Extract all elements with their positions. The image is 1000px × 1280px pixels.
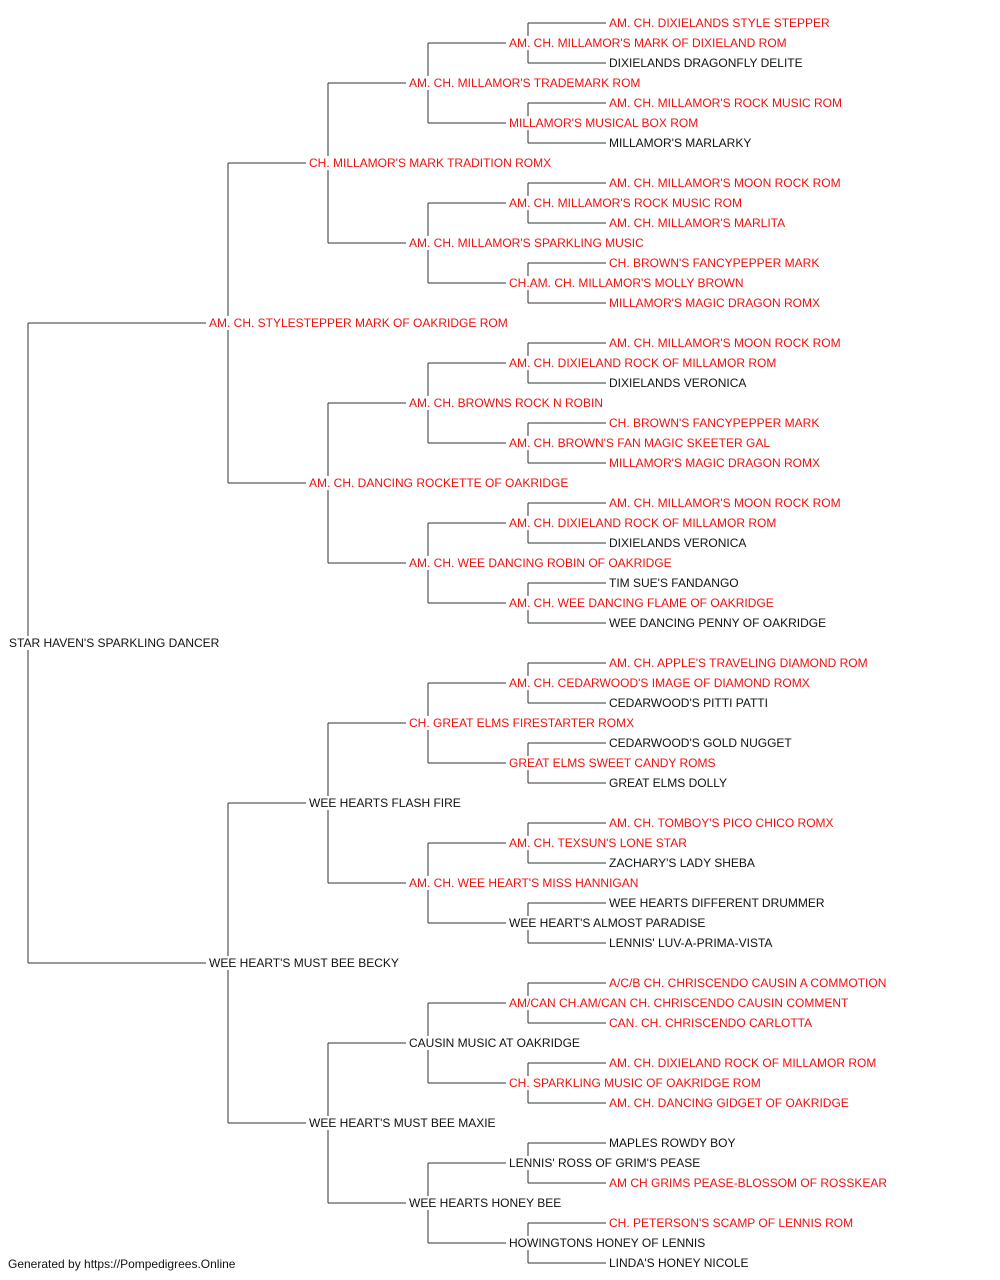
dog-name-gen-5[interactable]: AM. CH. MILLAMOR'S MARLITA: [608, 216, 787, 230]
dog-name-gen-5[interactable]: AM. CH. TOMBOY'S PICO CHICO ROMX: [608, 816, 835, 830]
dog-name-gen-5[interactable]: MAPLES ROWDY BOY: [608, 1136, 737, 1150]
dog-name-gen-5[interactable]: AM. CH. DIXIELANDS STYLE STEPPER: [608, 16, 831, 30]
dog-name-gen-3[interactable]: AM. CH. MILLAMOR'S SPARKLING MUSIC: [408, 236, 645, 250]
dog-name-gen-4[interactable]: AM. CH. DIXIELAND ROCK OF MILLAMOR ROM: [508, 356, 778, 370]
dog-name-gen-5[interactable]: CEDARWOOD'S PITTI PATTI: [608, 696, 769, 710]
dog-name-gen-5[interactable]: AM. CH. DIXIELAND ROCK OF MILLAMOR ROM: [608, 1056, 878, 1070]
dog-name-gen-4[interactable]: GREAT ELMS SWEET CANDY ROMS: [508, 756, 717, 770]
dog-name-gen-3[interactable]: WEE HEARTS HONEY BEE: [408, 1196, 563, 1210]
dog-name-gen-5[interactable]: A/C/B CH. CHRISCENDO CAUSIN A COMMOTION: [608, 976, 888, 990]
dog-name-gen-4[interactable]: AM. CH. MILLAMOR'S ROCK MUSIC ROM: [508, 196, 743, 210]
dog-name-gen-1[interactable]: AM. CH. STYLESTEPPER MARK OF OAKRIDGE RO…: [208, 316, 509, 330]
dog-name-gen-5[interactable]: MILLAMOR'S MAGIC DRAGON ROMX: [608, 296, 821, 310]
dog-name-gen-5[interactable]: WEE DANCING PENNY OF OAKRIDGE: [608, 616, 828, 630]
dog-name-gen-4[interactable]: CH. SPARKLING MUSIC OF OAKRIDGE ROM: [508, 1076, 762, 1090]
dog-name-gen-5[interactable]: WEE HEARTS DIFFERENT DRUMMER: [608, 896, 826, 910]
dog-name-gen-4[interactable]: LENNIS' ROSS OF GRIM'S PEASE: [508, 1156, 702, 1170]
dog-name-gen-5[interactable]: TIM SUE'S FANDANGO: [608, 576, 740, 590]
dog-name-gen-4[interactable]: AM. CH. MILLAMOR'S MARK OF DIXIELAND ROM: [508, 36, 788, 50]
dog-name-gen-5[interactable]: AM. CH. MILLAMOR'S MOON ROCK ROM: [608, 496, 842, 510]
dog-name-gen-5[interactable]: LENNIS' LUV-A-PRIMA-VISTA: [608, 936, 774, 950]
dog-name-gen-5[interactable]: ZACHARY'S LADY SHEBA: [608, 856, 756, 870]
dog-name-gen-5[interactable]: AM. CH. MILLAMOR'S MOON ROCK ROM: [608, 176, 842, 190]
dog-name-gen-3[interactable]: AM. CH. MILLAMOR'S TRADEMARK ROM: [408, 76, 642, 90]
dog-name-gen-5[interactable]: GREAT ELMS DOLLY: [608, 776, 729, 790]
dog-name-gen-4[interactable]: AM. CH. TEXSUN'S LONE STAR: [508, 836, 688, 850]
dog-name-gen-5[interactable]: DIXIELANDS VERONICA: [608, 376, 748, 390]
dog-name-gen-5[interactable]: CAN. CH. CHRISCENDO CARLOTTA: [608, 1016, 814, 1030]
dog-name-gen-4[interactable]: AM. CH. CEDARWOOD'S IMAGE OF DIAMOND ROM…: [508, 676, 811, 690]
dog-name-gen-5[interactable]: AM. CH. APPLE'S TRAVELING DIAMOND ROM: [608, 656, 869, 670]
dog-name-gen-5[interactable]: DIXIELANDS VERONICA: [608, 536, 748, 550]
dog-name-gen-5[interactable]: AM. CH. DANCING GIDGET OF OAKRIDGE: [608, 1096, 850, 1110]
dog-name-gen-2[interactable]: CH. MILLAMOR'S MARK TRADITION ROMX: [308, 156, 553, 170]
dog-name-gen-4[interactable]: AM. CH. WEE DANCING FLAME OF OAKRIDGE: [508, 596, 775, 610]
footer-credit[interactable]: Generated by https://Pompedigrees.Online: [8, 1257, 236, 1271]
dog-name-gen-5[interactable]: CEDARWOOD'S GOLD NUGGET: [608, 736, 793, 750]
dog-name-gen-2[interactable]: AM. CH. DANCING ROCKETTE OF OAKRIDGE: [308, 476, 570, 490]
dog-name-gen-4[interactable]: AM. CH. DIXIELAND ROCK OF MILLAMOR ROM: [508, 516, 778, 530]
dog-name-gen-3[interactable]: CAUSIN MUSIC AT OAKRIDGE: [408, 1036, 581, 1050]
dog-name-gen-4[interactable]: HOWINGTONS HONEY OF LENNIS: [508, 1236, 707, 1250]
dog-name-gen-0[interactable]: STAR HAVEN'S SPARKLING DANCER: [8, 636, 221, 650]
dog-name-gen-5[interactable]: AM. CH. MILLAMOR'S ROCK MUSIC ROM: [608, 96, 843, 110]
dog-name-gen-5[interactable]: AM CH GRIMS PEASE-BLOSSOM OF ROSSKEAR: [608, 1176, 889, 1190]
dog-name-gen-5[interactable]: MILLAMOR'S MARLARKY: [608, 136, 753, 150]
dog-name-gen-3[interactable]: AM. CH. WEE DANCING ROBIN OF OAKRIDGE: [408, 556, 673, 570]
dog-name-gen-2[interactable]: WEE HEARTS FLASH FIRE: [308, 796, 462, 810]
dog-name-gen-4[interactable]: AM. CH. BROWN'S FAN MAGIC SKEETER GAL: [508, 436, 771, 450]
dog-name-gen-4[interactable]: CH.AM. CH. MILLAMOR'S MOLLY BROWN: [508, 276, 745, 290]
dog-name-gen-4[interactable]: WEE HEART'S ALMOST PARADISE: [508, 916, 707, 930]
dog-name-gen-4[interactable]: AM/CAN CH.AM/CAN CH. CHRISCENDO CAUSIN C…: [508, 996, 850, 1010]
dog-name-gen-4[interactable]: MILLAMOR'S MUSICAL BOX ROM: [508, 116, 700, 130]
dog-name-gen-5[interactable]: MILLAMOR'S MAGIC DRAGON ROMX: [608, 456, 821, 470]
dog-name-gen-3[interactable]: CH. GREAT ELMS FIRESTARTER ROMX: [408, 716, 636, 730]
dog-name-gen-1[interactable]: WEE HEART'S MUST BEE BECKY: [208, 956, 400, 970]
dog-name-gen-3[interactable]: AM. CH. BROWNS ROCK N ROBIN: [408, 396, 605, 410]
dog-name-gen-5[interactable]: DIXIELANDS DRAGONFLY DELITE: [608, 56, 804, 70]
dog-name-gen-5[interactable]: CH. BROWN'S FANCYPEPPER MARK: [608, 256, 821, 270]
dog-name-gen-5[interactable]: AM. CH. MILLAMOR'S MOON ROCK ROM: [608, 336, 842, 350]
dog-name-gen-5[interactable]: CH. PETERSON'S SCAMP OF LENNIS ROM: [608, 1216, 855, 1230]
dog-name-gen-5[interactable]: LINDA'S HONEY NICOLE: [608, 1256, 750, 1270]
dog-name-gen-5[interactable]: CH. BROWN'S FANCYPEPPER MARK: [608, 416, 821, 430]
dog-name-gen-2[interactable]: WEE HEART'S MUST BEE MAXIE: [308, 1116, 497, 1130]
dog-name-gen-3[interactable]: AM. CH. WEE HEART'S MISS HANNIGAN: [408, 876, 640, 890]
